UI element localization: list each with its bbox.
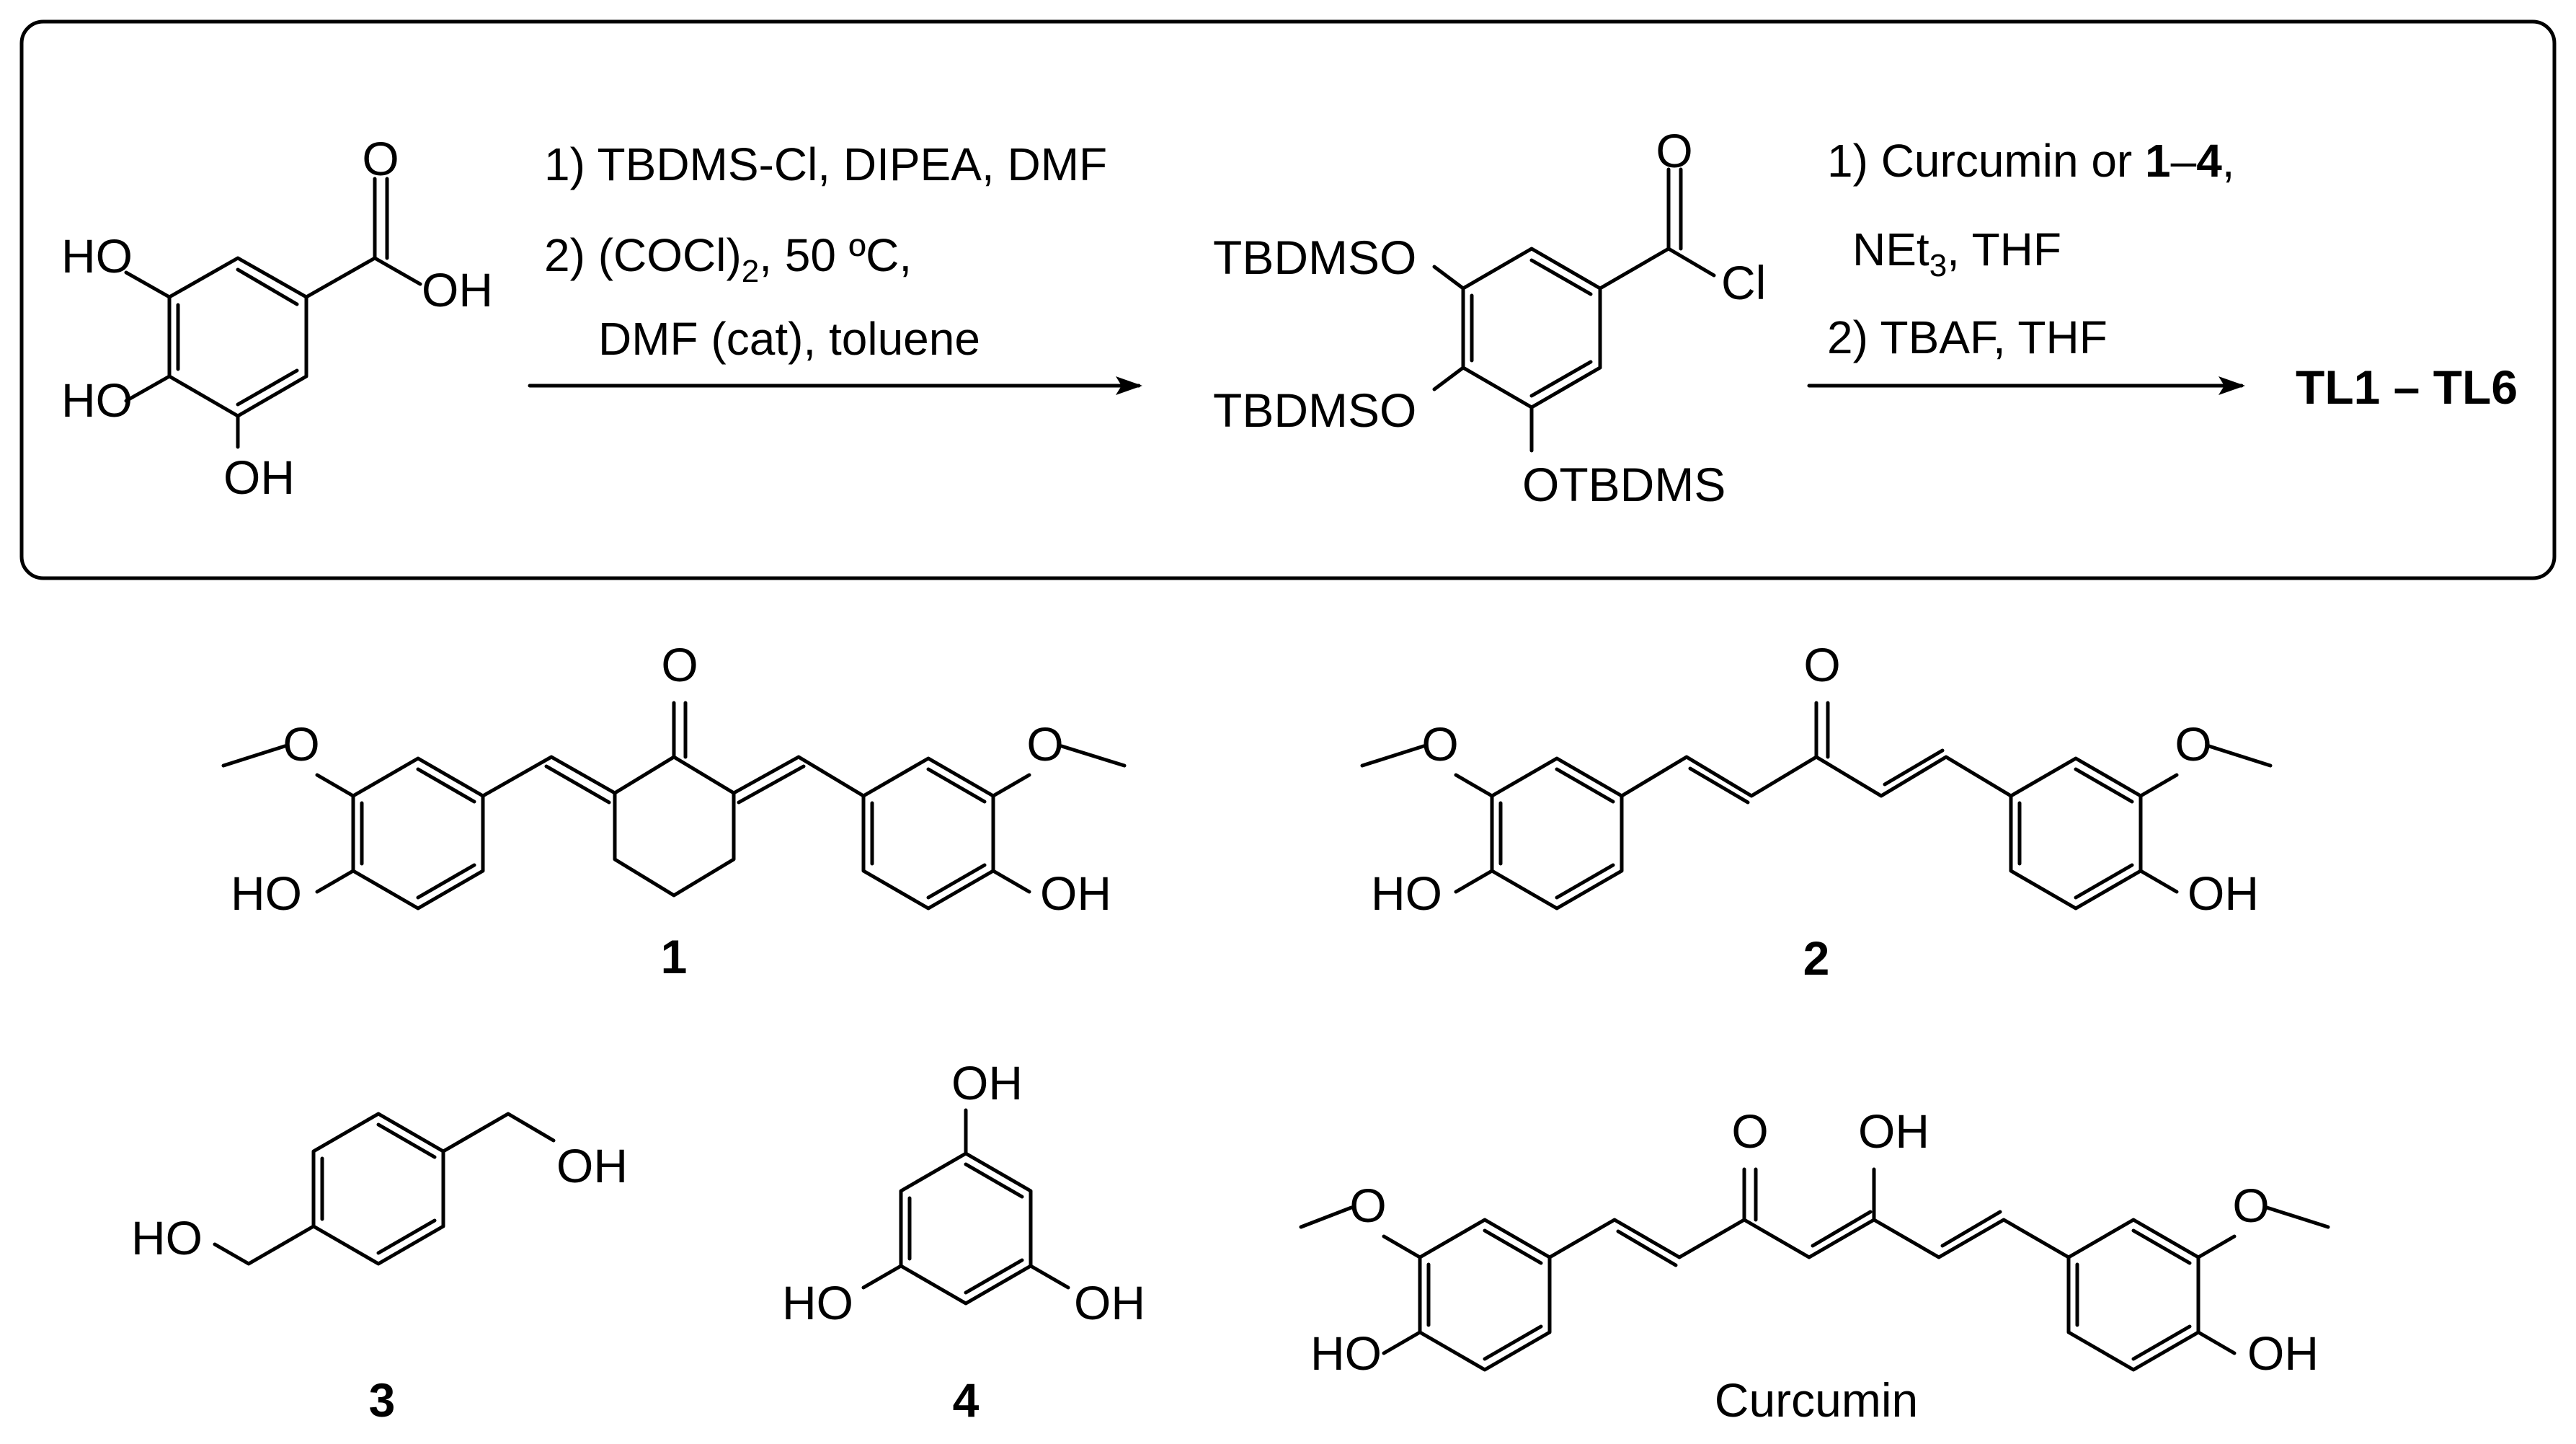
acid-chloride-structure: O Cl TBDMSO TBDMSO OTBDMS (1213, 124, 1766, 511)
compound-3-structure: OH HO 3 (131, 1112, 628, 1427)
tbdmso-label-top: TBDMSO (1213, 231, 1416, 284)
c2-o-left: O (1421, 717, 1458, 771)
c2-oh-right: OH (2188, 867, 2259, 920)
c4-oh-right: OH (1074, 1276, 1145, 1329)
compound-2-structure: O O O HO OH 2 (1360, 638, 2273, 985)
compound-1-label: 1 (661, 930, 688, 983)
acid-oh: OH (422, 263, 493, 316)
step1-arrowhead (1116, 376, 1142, 395)
cur-o-right: O (2232, 1179, 2269, 1232)
c4-oh-top: OH (951, 1056, 1023, 1109)
step2-arrowhead (2219, 376, 2245, 395)
c1-oh-right: OH (1040, 867, 1111, 920)
compound-4-structure: OH HO OH 4 (782, 1056, 1145, 1427)
curcumin-structure: O OH O O HO OH Curcumin (1299, 1104, 2330, 1427)
curcumin-label: Curcumin (1715, 1373, 1918, 1427)
c1-carbonyl-o: O (661, 638, 698, 691)
step1-conditions: 1) TBDMS-Cl, DIPEA, DMF 2) (COCl)2, 50 º… (528, 138, 1142, 395)
c1-o-left: O (283, 717, 319, 771)
step2-line1: 1) Curcumin or 1–4, (1827, 135, 2235, 187)
c1-ho-left: HO (231, 867, 302, 920)
gallic-acid-structure: O OH HO HO OH (61, 132, 493, 504)
step1-line3: DMF (cat), toluene (598, 313, 980, 365)
compound-4-label: 4 (953, 1373, 980, 1427)
ho-label-top: HO (61, 229, 133, 283)
c3-oh: OH (556, 1139, 628, 1192)
compound-1-structure: O O O HO OH 1 (221, 638, 1127, 983)
chloride-carbonyl-o: O (1656, 124, 1692, 177)
otbdms-label: OTBDMS (1522, 458, 1726, 511)
c1-o-right: O (1026, 717, 1063, 771)
step1-line1: 1) TBDMS-Cl, DIPEA, DMF (544, 138, 1107, 190)
cur-carbonyl-o: O (1731, 1104, 1768, 1158)
chloride-cl: Cl (1721, 256, 1766, 309)
scheme-frame (19, 19, 2557, 580)
compound-2-label: 2 (1803, 931, 1830, 985)
step1-line2: 2) (COCl)2, 50 ºC, (544, 229, 912, 289)
product-label: TL1 – TL6 (2296, 360, 2518, 414)
ho-label-middle: HO (61, 373, 133, 427)
c2-carbonyl-o: O (1803, 638, 1840, 691)
step2-conditions: 1) Curcumin or 1–4, NEt3, THF 2) TBAF, T… (1807, 135, 2245, 395)
c4-ho-left: HO (782, 1276, 853, 1329)
carbonyl-o: O (362, 132, 399, 185)
c2-o-right: O (2175, 717, 2211, 771)
cur-enol-oh: OH (1858, 1104, 1929, 1158)
step2-line2: NEt3, THF (1852, 223, 2061, 283)
tbdmso-label-middle: TBDMSO (1213, 384, 1416, 437)
c2-ho-left: HO (1371, 867, 1442, 920)
cur-oh-right: OH (2247, 1326, 2319, 1380)
cur-o-left: O (1349, 1179, 1386, 1232)
c3-ho: HO (131, 1211, 203, 1264)
compound-3-label: 3 (369, 1373, 396, 1427)
cur-ho-left: HO (1310, 1326, 1382, 1380)
step2-line3: 2) TBAF, THF (1827, 311, 2108, 363)
oh-label-bottom: OH (223, 451, 295, 504)
